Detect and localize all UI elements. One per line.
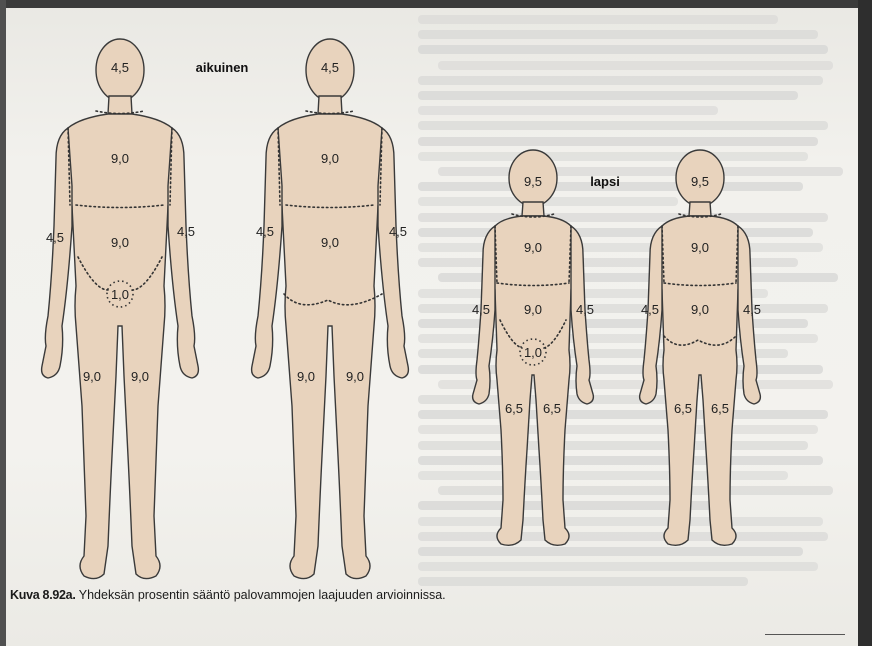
adult-back-body-shape — [252, 39, 409, 579]
adult-front-body — [42, 39, 199, 579]
child-title: lapsi — [590, 174, 620, 189]
adult-front-right-leg-label: 9,0 — [131, 369, 149, 384]
child-back-upper-back-label: 9,0 — [691, 240, 709, 255]
child-front-abdomen-label: 9,0 — [524, 302, 542, 317]
adult-front-body-shape — [42, 39, 199, 579]
child-back-lower-back-label: 9,0 — [691, 302, 709, 317]
adult-front-left-arm-label: 4,5 — [46, 230, 64, 245]
figure-caption: Kuva 8.92a. Yhdeksän prosentin sääntö pa… — [10, 588, 446, 602]
adult-back-body — [252, 39, 409, 579]
adult-back-right-leg-label: 9,0 — [346, 369, 364, 384]
page-edge-left — [0, 0, 6, 646]
adult-title: aikuinen — [196, 60, 249, 75]
child-front-head-label: 9,5 — [524, 174, 542, 189]
child-back-left-arm-label: 4,5 — [641, 302, 659, 317]
adult-back-left-leg-label: 9,0 — [297, 369, 315, 384]
adult-back-left-arm-label: 4,5 — [256, 224, 274, 239]
adult-back-upper-back-label: 9,0 — [321, 151, 339, 166]
child-back-body — [640, 150, 761, 545]
adult-back-lower-back-label: 9,0 — [321, 235, 339, 250]
child-front-left-arm-label: 4,5 — [472, 302, 490, 317]
adult-front-abdomen-label: 9,0 — [111, 235, 129, 250]
child-back-right-arm-label: 4,5 — [743, 302, 761, 317]
adult-back-head-label: 4,5 — [321, 60, 339, 75]
child-front-chest-label: 9,0 — [524, 240, 542, 255]
page-footer-rule — [765, 634, 845, 635]
adult-front-right-arm-label: 4,5 — [177, 224, 195, 239]
child-front-left-leg-label: 6,5 — [505, 401, 523, 416]
child-front-right-leg-label: 6,5 — [543, 401, 561, 416]
child-back-head-label: 9,5 — [691, 174, 709, 189]
adult-front-genital-label: 1,0 — [111, 287, 129, 302]
child-back-body-shape — [640, 150, 761, 545]
adult-front-left-leg-label: 9,0 — [83, 369, 101, 384]
child-front-genital-label: 1,0 — [524, 345, 542, 360]
child-front-right-arm-label: 4,5 — [576, 302, 594, 317]
adult-front-head-label: 4,5 — [111, 60, 129, 75]
caption-text: Yhdeksän prosentin sääntö palovammojen l… — [76, 588, 446, 602]
page-edge-top — [0, 0, 872, 8]
child-back-right-leg-label: 6,5 — [711, 401, 729, 416]
adult-front-chest-label: 9,0 — [111, 151, 129, 166]
child-back-left-leg-label: 6,5 — [674, 401, 692, 416]
adult-back-right-arm-label: 4,5 — [389, 224, 407, 239]
caption-number: Kuva 8.92a. — [10, 588, 76, 602]
page-edge-right — [858, 0, 872, 646]
